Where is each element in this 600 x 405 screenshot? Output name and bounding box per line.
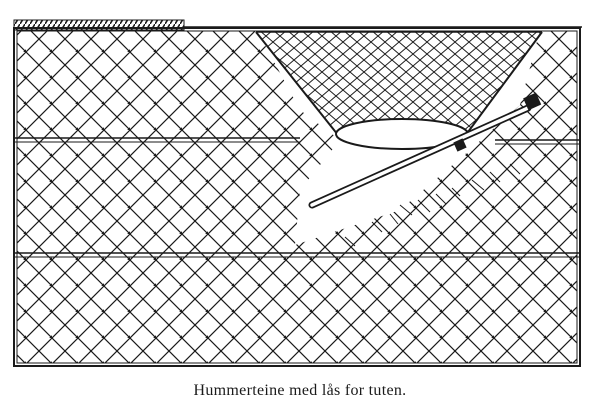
pot-frame xyxy=(13,27,581,367)
lock-rod-knob xyxy=(523,92,542,111)
lock-rod xyxy=(308,92,542,209)
entrance-funnel xyxy=(255,31,543,150)
loose-mesh-strokes xyxy=(344,163,521,247)
figure-caption: Hummerteine med lås for tuten. xyxy=(193,382,407,399)
lobster-pot-illustration xyxy=(13,19,582,367)
frame-rails xyxy=(14,137,580,258)
ground-hatch xyxy=(13,19,185,31)
lock-rod-clamp xyxy=(453,138,467,152)
